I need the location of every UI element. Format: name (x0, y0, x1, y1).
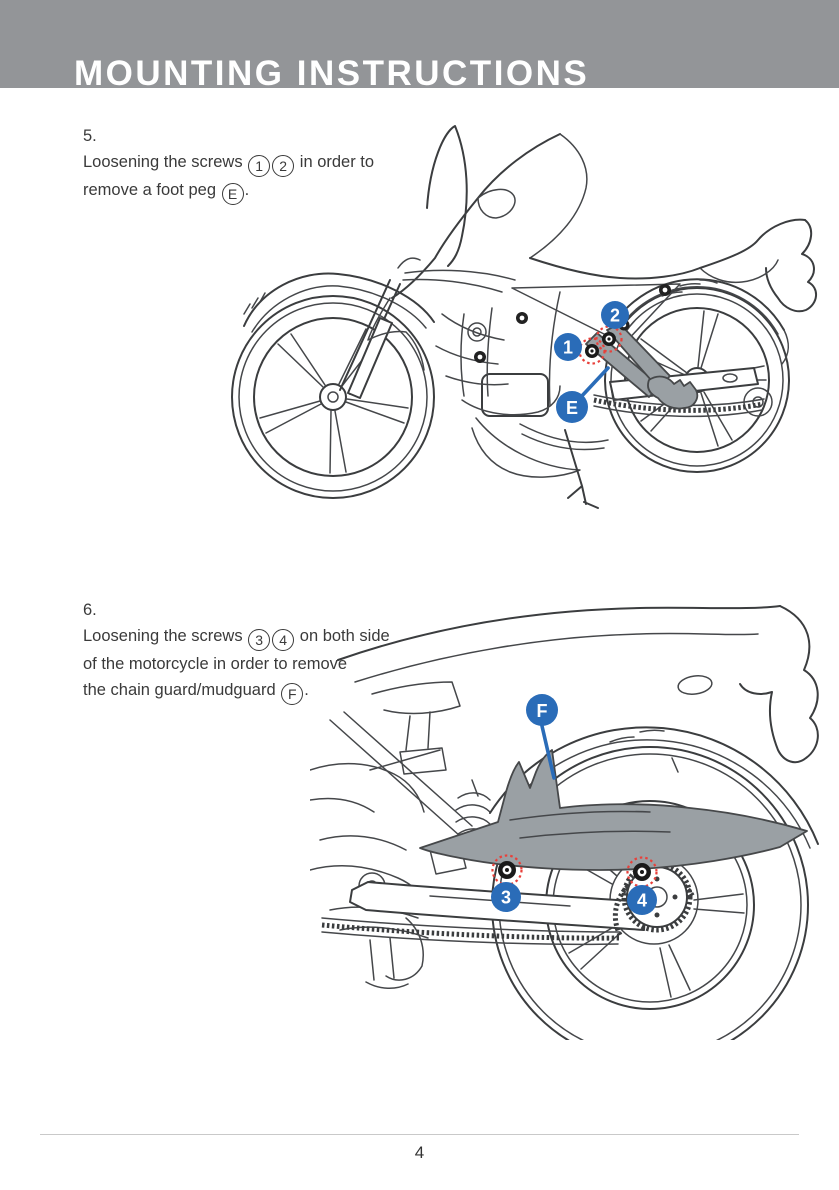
marker-4: 4 (627, 885, 657, 915)
svg-text:4: 4 (637, 891, 647, 911)
foot-peg-bracket (585, 323, 699, 410)
step-5-number: 5. (83, 127, 97, 145)
circled-number-4: 4 (272, 629, 295, 651)
motorcycle-side-illustration: 1 2 E (231, 125, 817, 509)
chain-guard (419, 749, 808, 871)
screw-4 (626, 856, 658, 888)
step-6-number: 6. (83, 601, 97, 619)
circled-letter-F: F (281, 683, 304, 705)
footer-divider (40, 1134, 799, 1135)
front-wheel (231, 292, 435, 499)
circled-number-1: 1 (248, 155, 271, 177)
svg-text:3: 3 (501, 888, 511, 908)
marker-F-leader-line (540, 724, 556, 780)
circled-number-3: 3 (248, 629, 271, 651)
marker-F: F (526, 694, 558, 726)
left-engine-detail (310, 762, 467, 989)
marker-3: 3 (491, 882, 521, 912)
motorcycle-rear-illustration: F 3 4 (310, 605, 819, 1040)
windscreen-fairing (367, 125, 701, 407)
front-fender (243, 272, 435, 333)
circled-number-2: 2 (272, 155, 295, 177)
step-6-text-e: . (304, 681, 309, 699)
marker-E-leader-line (578, 366, 610, 400)
engine-block (435, 307, 609, 509)
figure-step-6: F 3 4 (310, 600, 830, 1040)
step-6-text-d: the chain guard/mudguard (83, 681, 281, 699)
front-fork (339, 257, 421, 399)
step-6-text-b: on both side (295, 627, 390, 645)
figure-step-5: 1 2 E (230, 118, 830, 518)
marker-2: 2 (601, 301, 629, 329)
shock-absorber (455, 779, 491, 859)
step-5-text-b: in order to (295, 153, 375, 171)
screw-2 (595, 325, 623, 353)
page-title: MOUNTING INSTRUCTIONS (74, 54, 590, 88)
seat-tail (511, 218, 817, 345)
svg-text:2: 2 (610, 306, 620, 326)
step-5-text-d: . (244, 181, 250, 199)
header-banner: MOUNTING INSTRUCTIONS (0, 0, 839, 88)
step-6-text-a: Loosening the screws (83, 627, 248, 645)
marker-E: E (556, 391, 588, 423)
step-5-text-a: Loosening the screws (83, 153, 248, 171)
screw-2-highlight (595, 325, 623, 353)
marker-1: 1 (554, 333, 582, 361)
page-number: 4 (414, 1143, 425, 1162)
circled-letter-E: E (221, 183, 244, 205)
svg-text:E: E (566, 398, 578, 418)
svg-text:F: F (537, 701, 548, 721)
step-5-text-c: remove a foot peg (83, 181, 221, 199)
rear-fender (609, 278, 789, 365)
svg-text:1: 1 (563, 338, 573, 358)
step-6-text-c: of the motorcycle in order to remove (83, 655, 348, 673)
tail-bodywork (329, 605, 819, 837)
